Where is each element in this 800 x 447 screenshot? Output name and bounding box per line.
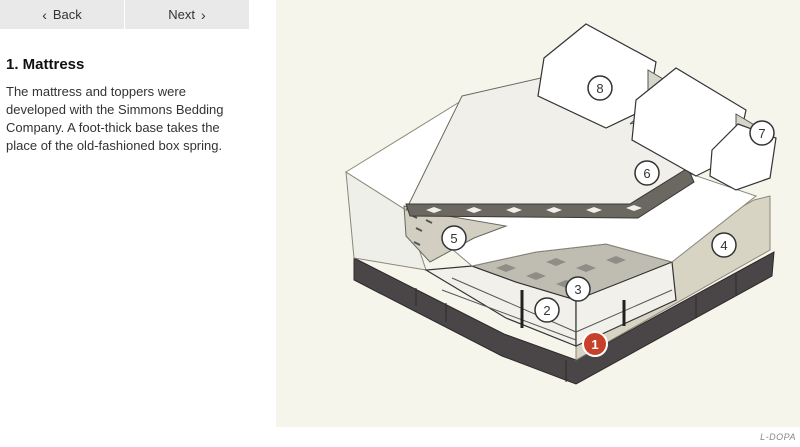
bed-illustration-panel: 1 2 3 4 5 6 7 8 bbox=[276, 0, 800, 427]
chevron-right-icon: › bbox=[201, 6, 206, 23]
duvet-edge-pattern bbox=[426, 205, 642, 213]
marker-5[interactable]: 5 bbox=[441, 225, 467, 251]
bed-base bbox=[353, 251, 775, 385]
mattress-layer-line bbox=[441, 289, 577, 341]
section-description: The mattress and toppers were developed … bbox=[6, 84, 224, 153]
topper-quilting bbox=[496, 256, 626, 288]
duvet-folded-edge bbox=[405, 167, 695, 219]
back-button[interactable]: ‹ Back bbox=[0, 0, 124, 29]
next-button-label: Next bbox=[168, 7, 196, 22]
next-button[interactable]: Next › bbox=[125, 0, 249, 29]
marker-7[interactable]: 7 bbox=[749, 120, 775, 146]
marker-2-label: 2 bbox=[543, 303, 550, 318]
marker-1[interactable]: 1 bbox=[582, 331, 608, 357]
marker-6[interactable]: 6 bbox=[634, 160, 660, 186]
chevron-left-icon: ‹ bbox=[42, 6, 47, 23]
marker-8-label: 8 bbox=[596, 81, 603, 96]
marker-1-label: 1 bbox=[591, 337, 598, 352]
section-title: 1. Mattress bbox=[6, 56, 85, 73]
bed-illustration: 1 2 3 4 5 6 7 8 bbox=[345, 23, 777, 385]
navigation-bar: ‹ Back Next › bbox=[0, 0, 249, 29]
marker-3[interactable]: 3 bbox=[565, 276, 591, 302]
marker-7-label: 7 bbox=[758, 126, 765, 141]
marker-5-label: 5 bbox=[450, 231, 457, 246]
marker-8[interactable]: 8 bbox=[587, 75, 613, 101]
image-credit: L-DOPA bbox=[760, 432, 796, 442]
mattress-layer-line bbox=[451, 277, 577, 333]
back-button-label: Back bbox=[52, 7, 82, 22]
marker-2[interactable]: 2 bbox=[534, 297, 560, 323]
marker-3-label: 3 bbox=[574, 282, 581, 297]
marker-6-label: 6 bbox=[643, 166, 650, 181]
marker-4-label: 4 bbox=[720, 238, 727, 253]
marker-4[interactable]: 4 bbox=[711, 232, 737, 258]
